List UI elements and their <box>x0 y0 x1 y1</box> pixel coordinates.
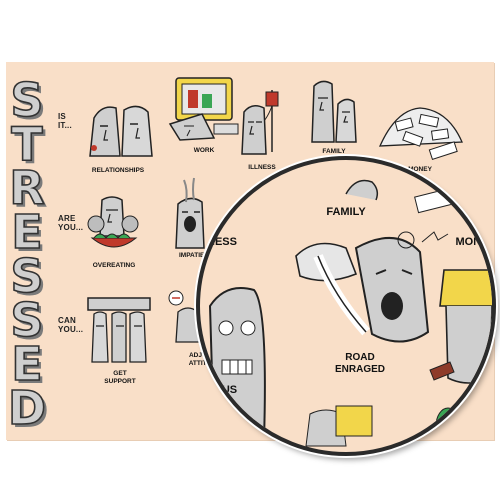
prompt-are-you: ARE YOU... <box>58 214 84 232</box>
overeating-salad-bowl-icon <box>87 196 139 248</box>
magnifier-lens-icon: FAMILY NESS MONE ROAD ENRAGED XIOUS DRIN <box>196 156 496 456</box>
lens-label-ness: NESS <box>207 236 237 248</box>
label-adjust-attitude: ADJUS ATTITU <box>188 352 212 367</box>
work-computer-icon <box>168 77 239 141</box>
stressed-title: S T R E S S E D <box>6 73 48 435</box>
title-letter: D <box>7 381 47 435</box>
lens-label-road-enraged: ROAD ENRAGED <box>334 352 386 375</box>
title-letter: T <box>10 117 43 171</box>
label-work: WORK <box>193 147 215 154</box>
lens-label-drin: DRIN <box>468 388 496 400</box>
title-letter: E <box>10 337 43 391</box>
label-money: MONEY <box>408 166 432 173</box>
label-get-support: GET SUPPORT <box>104 370 136 385</box>
prompt-can-you: CAN YOU... <box>58 316 84 334</box>
label-relationships: RELATIONSHIPS <box>91 167 145 174</box>
label-impatient: IMPATIENT <box>178 252 214 259</box>
label-illness: ILLNESS <box>248 164 276 171</box>
adjust-attitude-stone-head-icon <box>168 290 201 343</box>
illness-iv-drip-icon <box>241 90 279 155</box>
lens-illustrations <box>208 172 492 447</box>
impatient-stone-head-icon <box>175 177 205 249</box>
family-stone-heads-icon <box>311 80 357 143</box>
prompt-is-it: IS IT... <box>58 112 72 130</box>
label-overeating: OVEREATING <box>92 262 136 269</box>
title-letter: S <box>10 293 45 347</box>
title-letter: S <box>10 249 45 303</box>
lens-label-family: FAMILY <box>326 206 366 218</box>
lens-label-xious: XIOUS <box>202 384 238 396</box>
lens-label-mone: MONE <box>455 236 489 248</box>
money-pile-icon <box>378 107 463 161</box>
title-letter: S <box>10 73 45 127</box>
relationships-stone-heads-icon <box>89 105 153 157</box>
title-letter: E <box>10 205 43 259</box>
get-support-stonehenge-icon <box>87 297 151 363</box>
label-family: FAMILY <box>322 148 346 155</box>
title-letter: R <box>8 161 45 215</box>
